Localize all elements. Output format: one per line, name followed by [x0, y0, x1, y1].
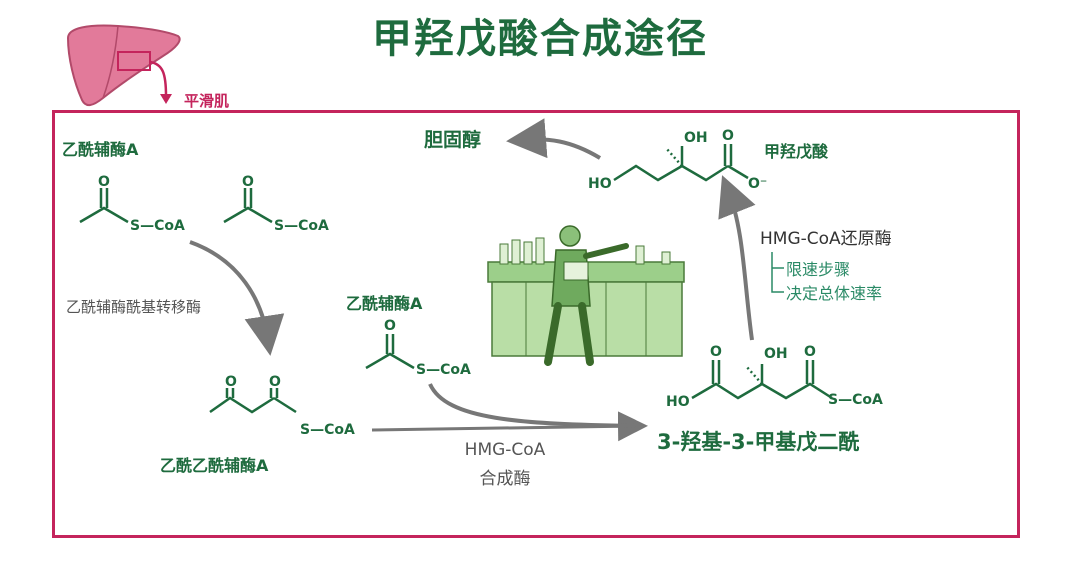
- atom-s-coa: S—CoA: [416, 362, 471, 378]
- arrow-reductase: [718, 175, 756, 341]
- atom-o: O: [98, 174, 110, 190]
- atom-ho: HO: [666, 394, 690, 410]
- arrow-cholesterol: [506, 118, 602, 160]
- acetyl-coa-structure-1: O S—CoA: [79, 174, 185, 234]
- atom-o: O: [225, 374, 237, 390]
- reductase-label: HMG-CoA还原酶: [760, 229, 892, 249]
- arrow-synthase-2: [428, 383, 637, 428]
- cholesterol-label: 胆固醇: [424, 129, 482, 151]
- liver-label: 平滑肌: [184, 92, 230, 110]
- factory-illustration: [487, 225, 685, 366]
- liver-illustration: [66, 24, 181, 106]
- atom-ho: HO: [588, 176, 612, 192]
- liver-icon: [66, 24, 181, 106]
- atom-s-coa: S—CoA: [130, 218, 185, 234]
- note-rate-limiting: 限速步骤: [786, 260, 851, 279]
- atom-o: O: [384, 318, 396, 334]
- atom-s-coa: S—CoA: [828, 392, 883, 408]
- atom-o: O: [269, 374, 281, 390]
- atom-s-coa: S—CoA: [300, 422, 355, 438]
- note-overall-rate: 决定总体速率: [786, 284, 883, 303]
- acetoacetyl-coa-label: 乙酰乙酰辅酶A: [160, 456, 269, 475]
- acetyl-coa-structure-2: O S—CoA: [223, 174, 329, 234]
- transferase-label: 乙酰辅酶酰基转移酶: [66, 298, 202, 316]
- worker-head: [559, 225, 581, 247]
- atom-oh: OH: [764, 346, 788, 362]
- hmg-coa-structure: HO O OH O S—CoA: [666, 344, 883, 410]
- pathway-frame: [52, 110, 1020, 538]
- hmg-coa-label: 3-羟基-3-甲基戊二酰: [657, 430, 860, 454]
- acetyl-coa-label-mid: 乙酰辅酶A: [346, 294, 423, 313]
- acetyl-coa-structure-3: O S—CoA: [365, 318, 471, 378]
- page-title: 甲羟戊酸合成途径: [372, 16, 708, 62]
- atom-oh: OH: [684, 130, 708, 146]
- mevalonate-label: 甲羟戊酸: [764, 142, 829, 161]
- synthase-label-line2: 合成酶: [479, 469, 531, 489]
- atom-o-minus: O⁻: [748, 176, 767, 192]
- acetoacetyl-coa-structure: O O S—CoA: [209, 374, 355, 438]
- synthase-label-line1: HMG-CoA: [464, 440, 546, 460]
- acetyl-coa-label-top: 乙酰辅酶A: [62, 140, 139, 159]
- mevalonate-structure: HO OH O O⁻: [588, 128, 767, 192]
- atom-o: O: [804, 344, 816, 360]
- atom-o: O: [710, 344, 722, 360]
- atom-o: O: [722, 128, 734, 144]
- arrow-transferase: [189, 240, 285, 356]
- note-bracket: [771, 252, 784, 293]
- atom-o: O: [242, 174, 254, 190]
- atom-s-coa: S—CoA: [274, 218, 329, 234]
